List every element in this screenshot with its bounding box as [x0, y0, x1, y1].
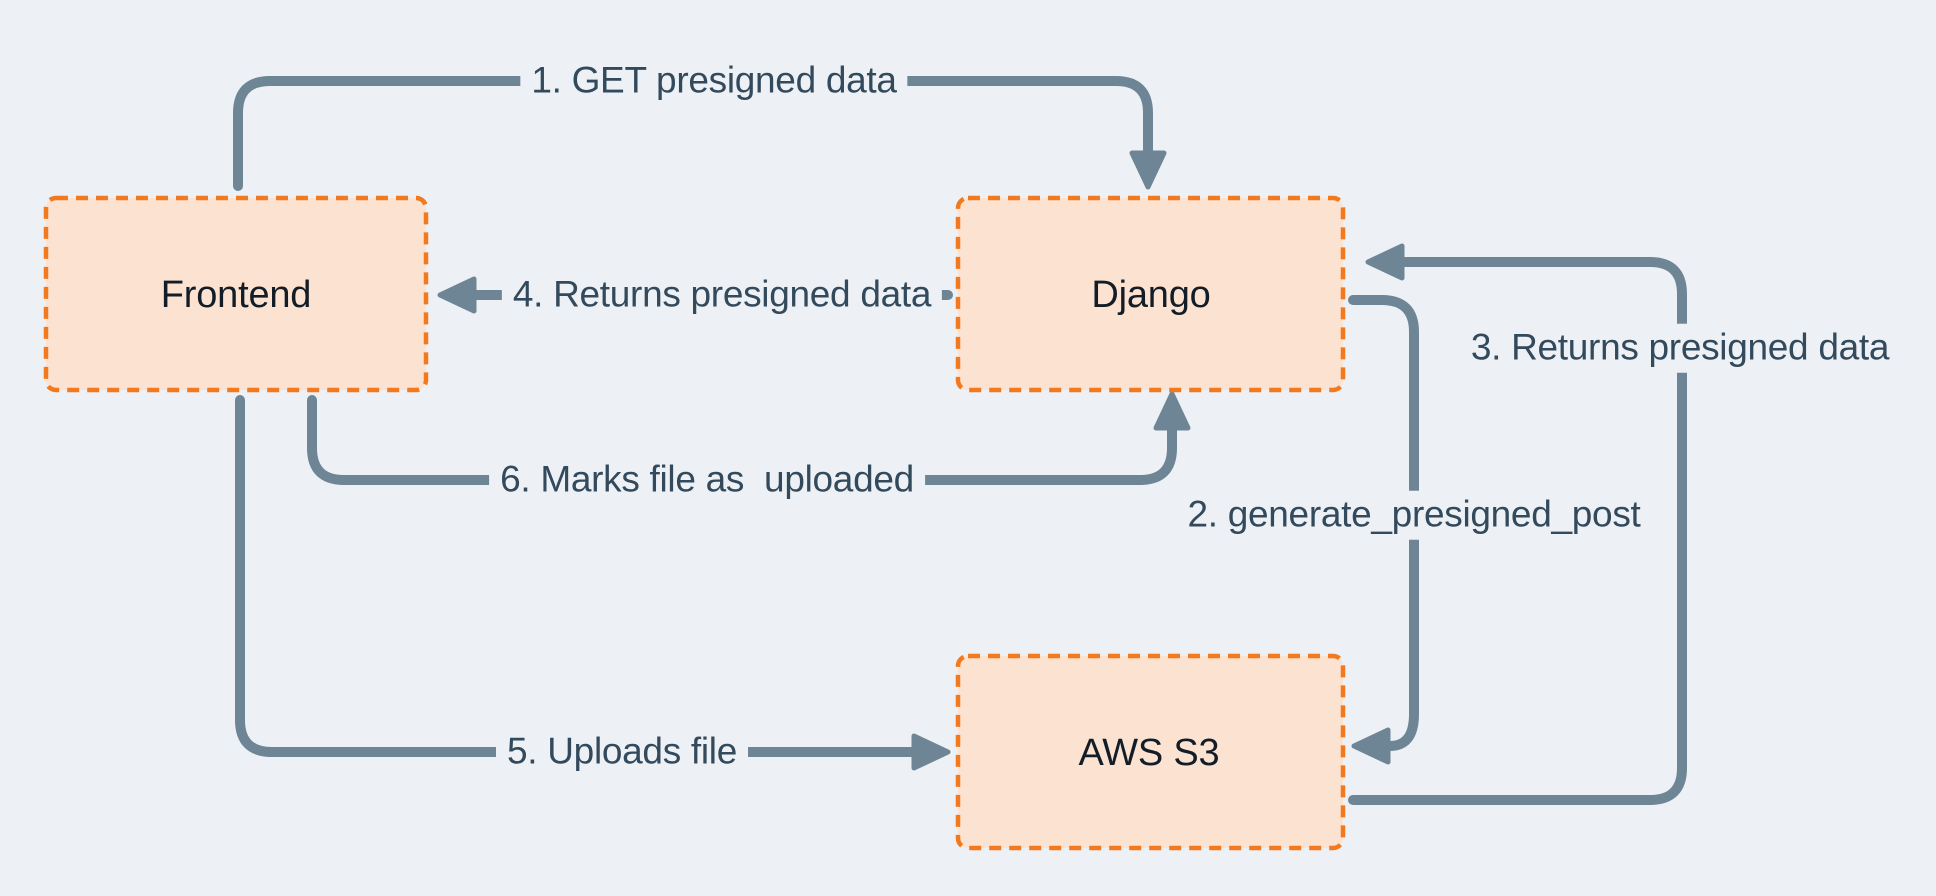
edge-3-line [1348, 257, 1687, 805]
edge-5-line [235, 395, 917, 757]
aws-s3-node-box [955, 653, 1346, 851]
edge-3-label: 3. Returns presigned data [1459, 323, 1901, 373]
edge-6-label: 6. Marks file as uploaded [489, 455, 925, 505]
edge-2-label: 2. generate_presigned_post [1176, 490, 1652, 540]
node-frontend-label: Frontend [160, 274, 312, 317]
frontend-node-box [43, 195, 429, 393]
edge-1-label: 1. GET presigned data [520, 56, 908, 106]
django-node-box [955, 195, 1346, 393]
edge-6-arrowhead [1153, 391, 1191, 431]
node-aws-s3-label: AWS S3 [1078, 732, 1220, 775]
edge-4-label: 4. Returns presigned data [501, 270, 943, 320]
edge-2-arrowhead [1351, 727, 1391, 765]
edge-2-line [1348, 295, 1419, 751]
edge-1-arrowhead [1129, 150, 1167, 190]
edge-4-arrowhead [437, 276, 477, 314]
edge-3-arrowhead [1365, 243, 1405, 281]
edge-5-label: 5. Uploads file [496, 727, 748, 777]
node-django-label: Django [1091, 274, 1211, 317]
edge-5-arrowhead [911, 733, 951, 771]
